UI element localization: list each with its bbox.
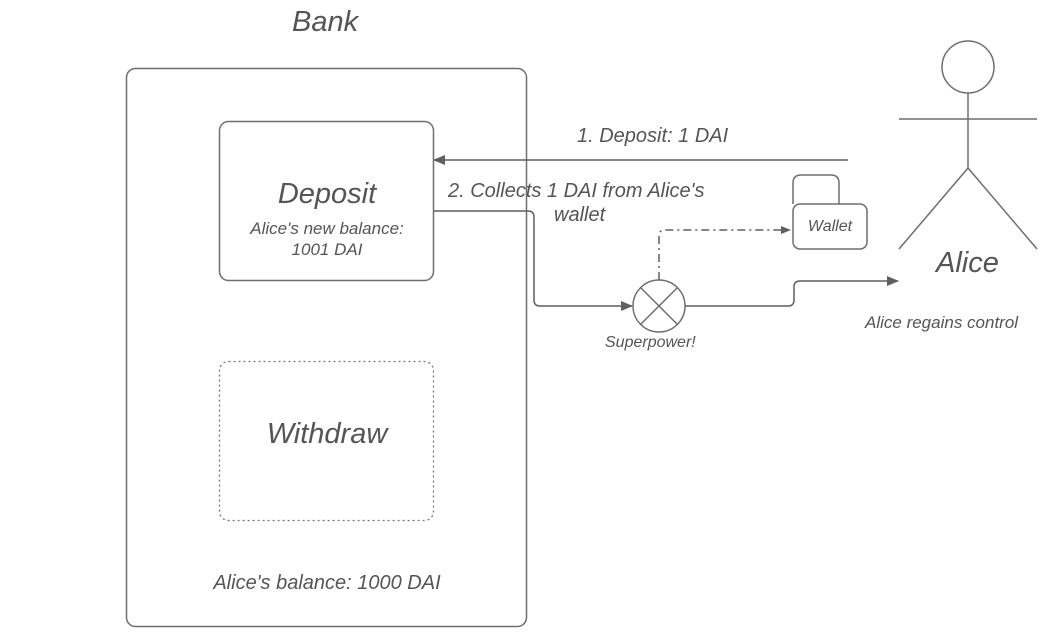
withdraw-box [218, 360, 435, 522]
deposit-box [218, 120, 435, 282]
superpower-x-circle-icon [632, 279, 686, 333]
deposit-step-label: 1. Deposit: 1 DAI [577, 125, 729, 147]
alice-stick-figure-icon [898, 40, 1038, 250]
deposit-new-balance-line2: 1001 DAI [291, 240, 363, 259]
wallet-label: Wallet [807, 218, 853, 235]
deposit-new-balance-line1: Alice's new balance: [250, 219, 404, 238]
alice-caption: Alice regains control [865, 313, 1019, 332]
alice-name: Alice [936, 247, 999, 279]
withdraw-title: Withdraw [266, 418, 388, 450]
bank-title: Bank [292, 6, 359, 38]
bank-container [125, 67, 528, 628]
collect-arrow [434, 210, 633, 311]
wallet-dashdot-arrow [658, 226, 791, 280]
wallet-icon [792, 174, 868, 250]
collect-step-label-line2: wallet [554, 204, 606, 226]
collect-step-label-line1: 2. Collects 1 DAI from Alice's [448, 180, 705, 202]
superpower-label: Superpower! [605, 334, 696, 351]
control-arrow [685, 276, 899, 307]
deposit-title: Deposit [277, 178, 377, 210]
bank-balance: Alice's balance: 1000 DAI [213, 572, 441, 594]
